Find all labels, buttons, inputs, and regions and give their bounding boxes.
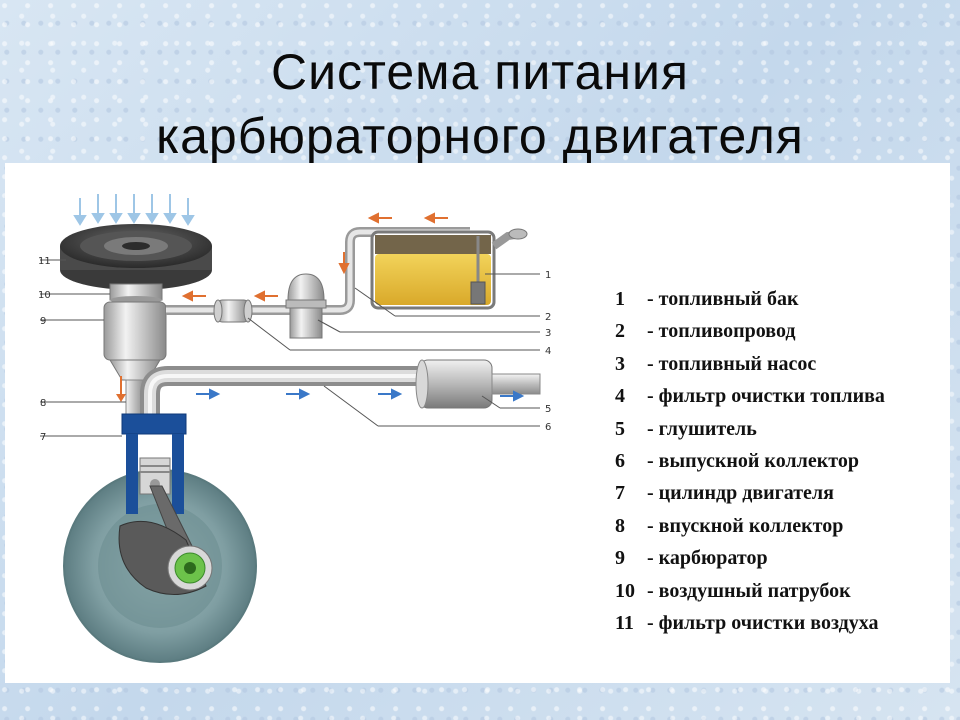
callout-10: 10: [38, 290, 51, 301]
legend-item: 3 - топливный насос: [615, 348, 885, 380]
legend-text: - цилиндр двигателя: [647, 482, 834, 505]
callout-5: 5: [545, 404, 551, 415]
title-line-2: карбюраторного двигателя: [156, 108, 804, 164]
callout-9: 9: [40, 316, 46, 327]
legend-item: 10 - воздушный патрубок: [615, 575, 885, 607]
legend-text: - воздушный патрубок: [647, 579, 851, 602]
air-duct-icon: [109, 283, 163, 304]
callout-1: 1: [545, 270, 551, 281]
legend-number: 4: [615, 385, 625, 408]
title-line-1: Система питания: [270, 44, 690, 100]
callout-numbers: 11 10 9 8 7 1 2 3 4 5 6: [38, 256, 551, 443]
legend-number: 11: [615, 611, 634, 634]
legend-item: 2 - топливопровод: [615, 315, 885, 347]
legend-text: - фильтр очистки топлива: [647, 385, 885, 408]
legend-item: 5 - глушитель: [615, 413, 885, 445]
muffler-icon: [415, 359, 541, 409]
legend-number: 2: [615, 320, 625, 343]
legend-item: 6 - выпускной коллектор: [615, 445, 885, 477]
legend-text: - выпускной коллектор: [647, 449, 859, 472]
fuel-tank-icon: [370, 228, 528, 310]
fuel-flow-arrows: [181, 212, 448, 302]
callout-6: 6: [545, 422, 551, 433]
intake-manifold-icon: [116, 376, 145, 417]
air-filter-icon: [60, 224, 212, 290]
callout-leaders: [40, 259, 540, 437]
legend-text: - фильтр очистки воздуха: [647, 611, 879, 634]
exhaust-manifold-icon: [140, 366, 418, 420]
callout-8: 8: [40, 398, 46, 409]
exhaust-flow-arrows: [196, 388, 525, 402]
legend-number: 1: [615, 288, 625, 310]
page-title: Система питания карбюраторного двигателя: [0, 40, 960, 168]
crankshaft-icon: [118, 485, 213, 596]
legend-text: - карбюратор: [647, 547, 768, 570]
legend-item: 4 - фильтр очистки топлива: [615, 380, 885, 412]
legend-item: 9 - карбюратор: [615, 542, 885, 574]
legend-item: 1 - топливный бак: [615, 283, 885, 315]
legend-text: - топливный насос: [647, 352, 817, 375]
legend-number: 9: [615, 547, 625, 570]
legend-text: - глушитель: [647, 417, 757, 440]
fuel-filter-icon: [213, 299, 253, 323]
fuel-line-icon: [166, 227, 470, 315]
legend-number: 6: [615, 449, 625, 472]
legend-number: 3: [615, 352, 625, 375]
callout-7: 7: [40, 432, 46, 443]
legend-item: 7 - цилиндр двигателя: [615, 477, 885, 509]
legend-item: 8 - впускной коллектор: [615, 510, 885, 542]
legend-list: 1 - топливный бак 2 - топливопровод 3 - топ…: [615, 283, 885, 639]
legend-number: 7: [615, 482, 625, 505]
fuel-pump-icon: [285, 273, 327, 339]
legend-text: - впускной коллектор: [647, 514, 844, 537]
callout-2: 2: [545, 312, 551, 323]
legend-number: 5: [615, 417, 625, 440]
legend-text: - топливопровод: [647, 320, 796, 343]
callout-3: 3: [545, 328, 551, 339]
legend-text: - топливный бак: [647, 288, 799, 310]
legend-item: 11 - фильтр очистки воздуха: [615, 607, 885, 639]
callout-11: 11: [38, 256, 51, 267]
legend-number: 10: [615, 579, 635, 602]
callout-4: 4: [545, 346, 551, 357]
legend-number: 8: [615, 514, 625, 537]
air-intake-arrows: [73, 194, 195, 226]
